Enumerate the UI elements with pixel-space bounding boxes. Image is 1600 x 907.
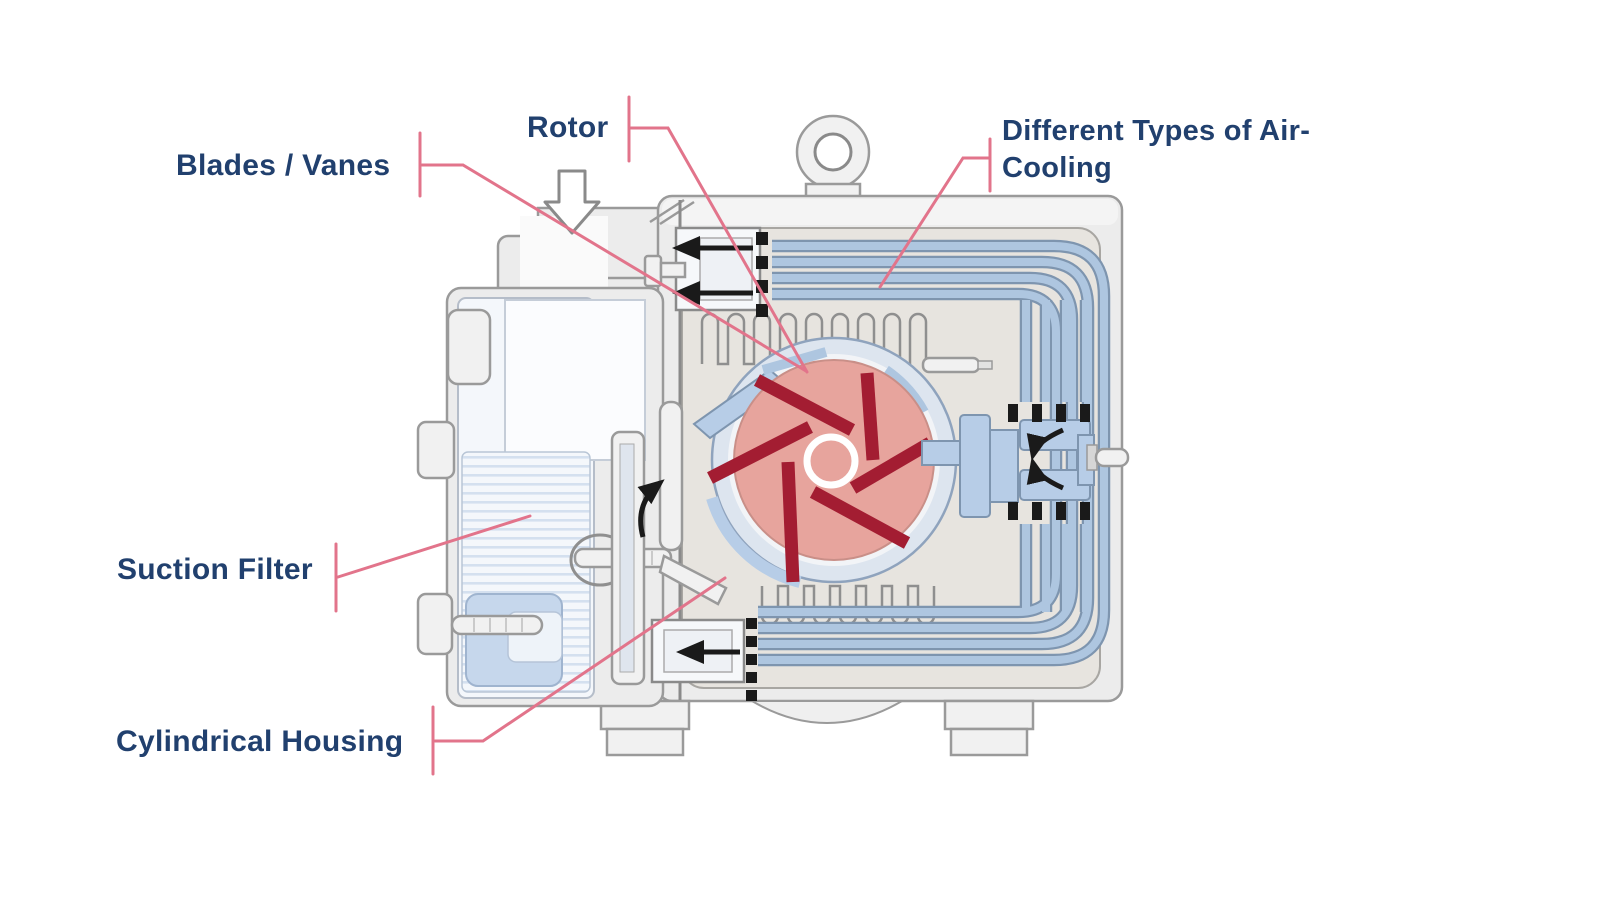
mounting-feet <box>599 699 1035 757</box>
suction-filter-housing <box>445 286 665 708</box>
cooling-fan-assembly <box>921 404 1130 520</box>
top-fitting-bolt <box>921 356 993 374</box>
exhaust-air-arrows-top <box>672 232 768 317</box>
cylindrical-housing-leader <box>431 576 727 776</box>
exhaust-air-arrow-bottom <box>676 618 757 701</box>
label-air-cooling-line2: Cooling <box>1002 152 1113 184</box>
rotor-hub-ring <box>803 433 859 489</box>
intake-flow-arrow <box>637 479 665 538</box>
fan-air-dashes <box>1008 404 1090 520</box>
filter-channel <box>465 593 563 687</box>
shaft-stub <box>1086 444 1130 471</box>
exhaust-box-bottom <box>650 618 757 701</box>
label-air-cooling: Different Types of Air- Cooling <box>1002 113 1310 187</box>
blades-vanes-leader <box>418 131 808 373</box>
housing-bolts-left <box>416 308 544 656</box>
leader-lines <box>334 95 992 776</box>
exhaust-box-top <box>643 226 768 317</box>
rotor-vanes <box>707 372 934 583</box>
label-blades-vanes: Blades / Vanes <box>176 149 391 182</box>
label-suction-filter: Suction Filter <box>117 553 313 586</box>
label-cylindrical-housing: Cylindrical Housing <box>116 725 404 758</box>
suction-filter-leader <box>334 514 532 613</box>
air-cooling-leader <box>878 137 992 289</box>
inlet-air-arrow <box>543 169 601 235</box>
inlet-valve-slot <box>610 200 728 700</box>
label-rotor: Rotor <box>527 111 609 144</box>
label-air-cooling-line1: Different Types of Air- <box>1002 115 1311 147</box>
lifting-eye-bolt <box>795 114 871 200</box>
cooling-fins-top <box>700 312 928 366</box>
fan-intake-arrows <box>1026 427 1065 491</box>
rotor <box>707 359 935 583</box>
rotor-leader <box>627 95 809 374</box>
